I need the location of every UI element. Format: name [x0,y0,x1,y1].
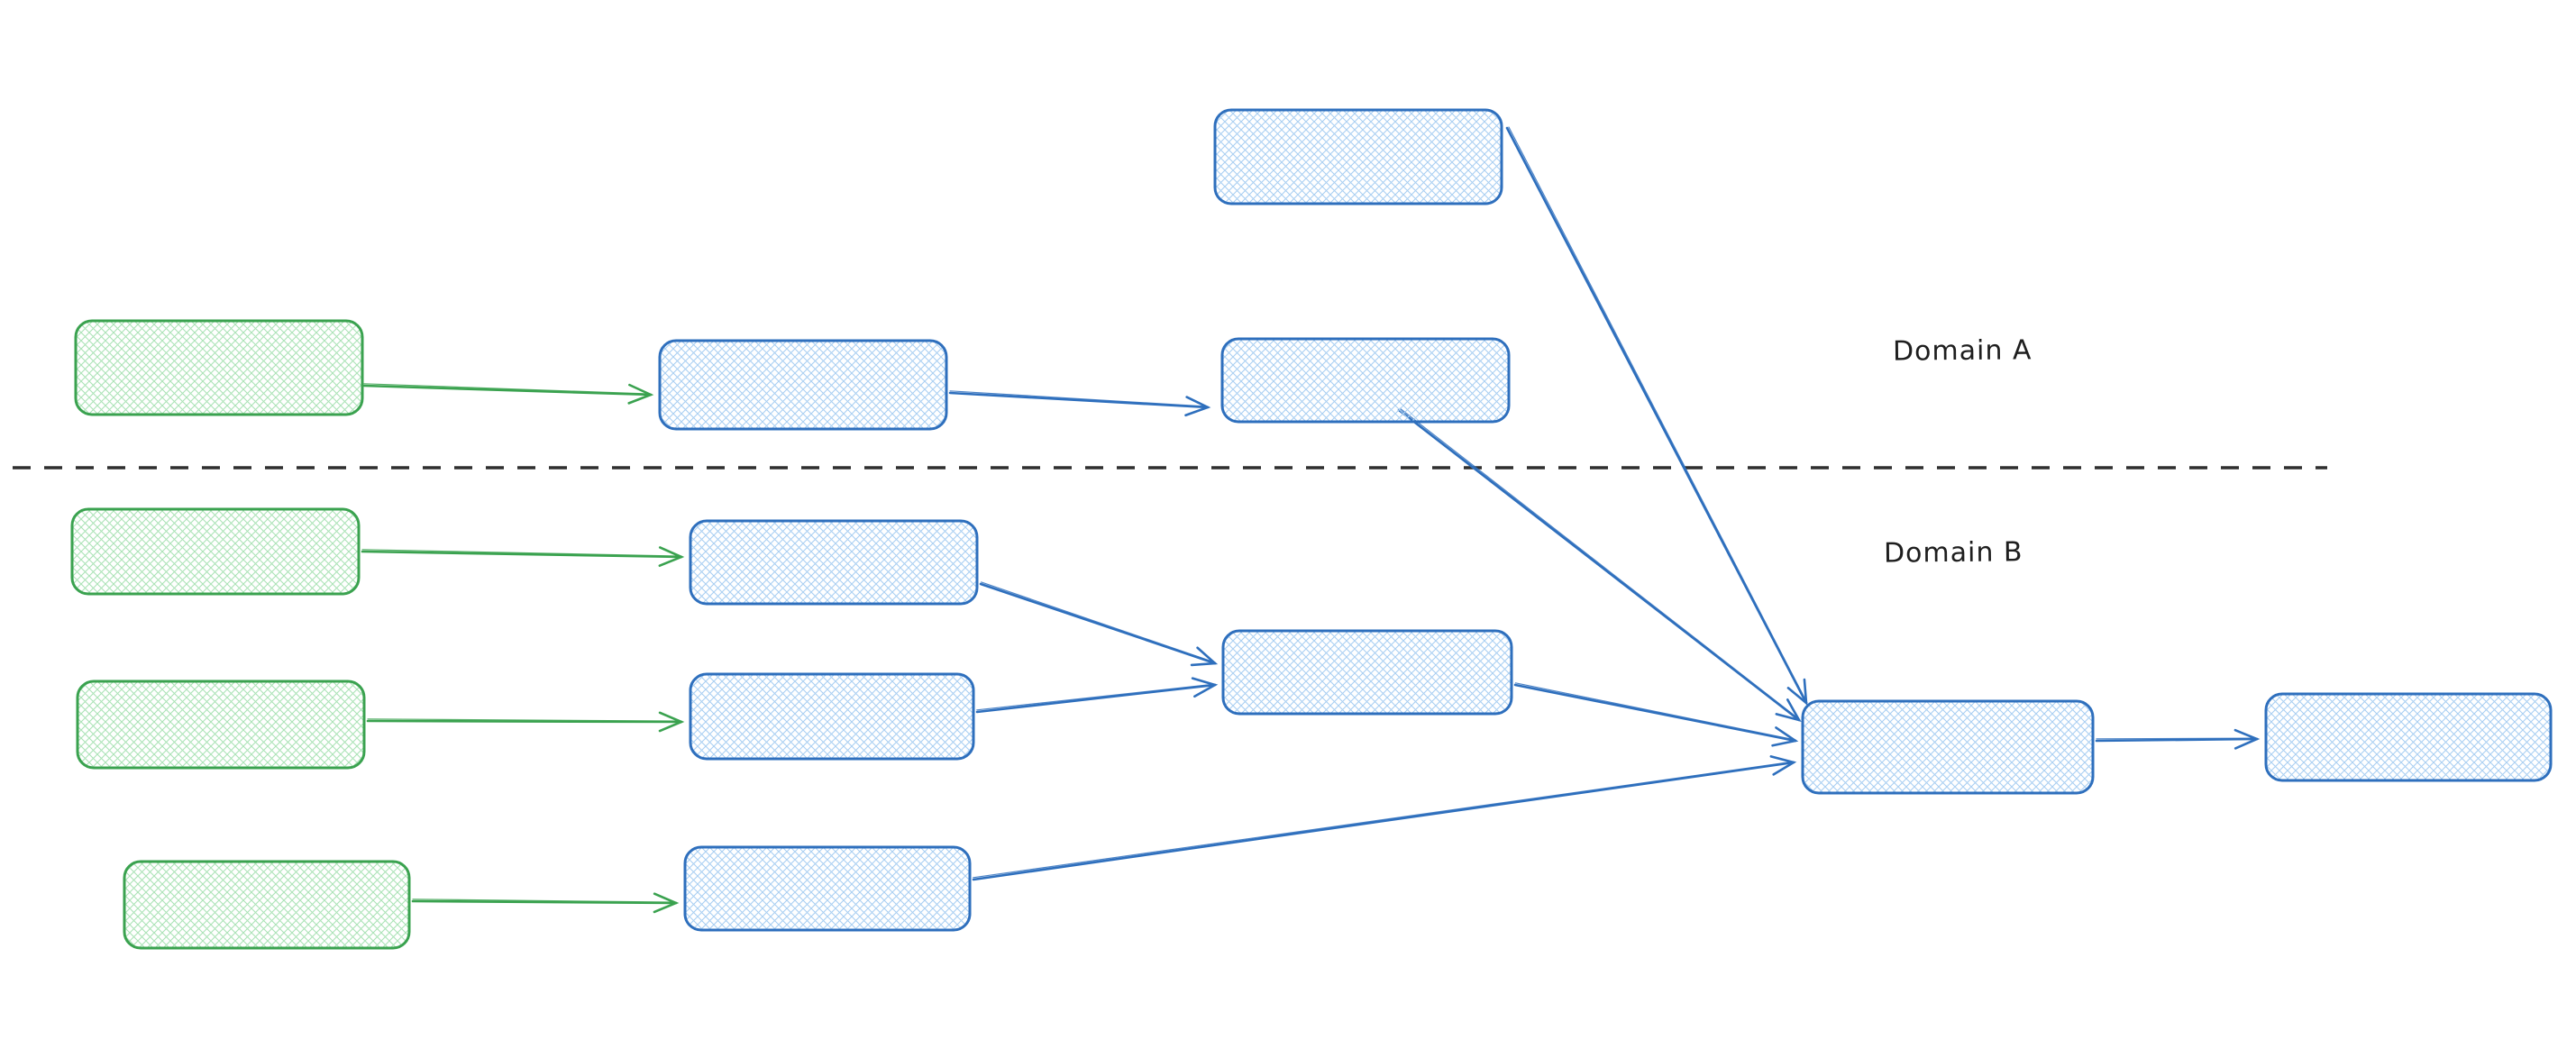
arrow-blue-b1-to-merge[interactable] [979,581,1219,667]
arrow-blue-b3-to-conv[interactable] [972,755,1797,881]
node-green-b2[interactable] [76,680,366,770]
arrow-green-a1-to-blue-a1[interactable] [362,383,654,405]
node-blue-top[interactable] [1213,108,1503,205]
node-blue-final[interactable] [2264,692,2553,782]
arrow-green-b1-to-blue-b1[interactable] [361,546,685,568]
arrow-blue-top-to-conv[interactable] [1505,126,1808,706]
node-blue-b2[interactable] [689,672,975,761]
arrows-layer [361,126,2261,914]
node-blue-b3[interactable] [683,845,972,932]
arrow-blue-a1-to-blue-a2[interactable] [948,390,1211,417]
node-green-a1[interactable] [74,319,364,416]
arrow-green-b2-to-blue-b2[interactable] [366,711,685,733]
node-blue-conv[interactable] [1801,699,2095,795]
domain-a-label[interactable]: Domain A [1892,334,2032,368]
domain-b-label[interactable]: Domain B [1883,536,2023,570]
arrow-conv-to-final[interactable] [2095,728,2261,750]
arrow-blue-b2-to-merge[interactable] [975,677,1219,714]
arrow-merge-to-conv[interactable] [1513,682,1799,747]
node-green-b3[interactable] [123,860,411,950]
arrow-green-b3-to-blue-b3[interactable] [411,892,680,914]
node-green-b1[interactable] [70,507,361,596]
node-blue-b1[interactable] [689,519,979,606]
arrow-blue-a2-to-conv[interactable] [1397,407,1802,723]
node-blue-merge[interactable] [1221,629,1513,716]
node-blue-a2[interactable] [1220,337,1511,424]
nodes-layer [70,108,2553,950]
node-blue-a1[interactable] [658,339,948,431]
